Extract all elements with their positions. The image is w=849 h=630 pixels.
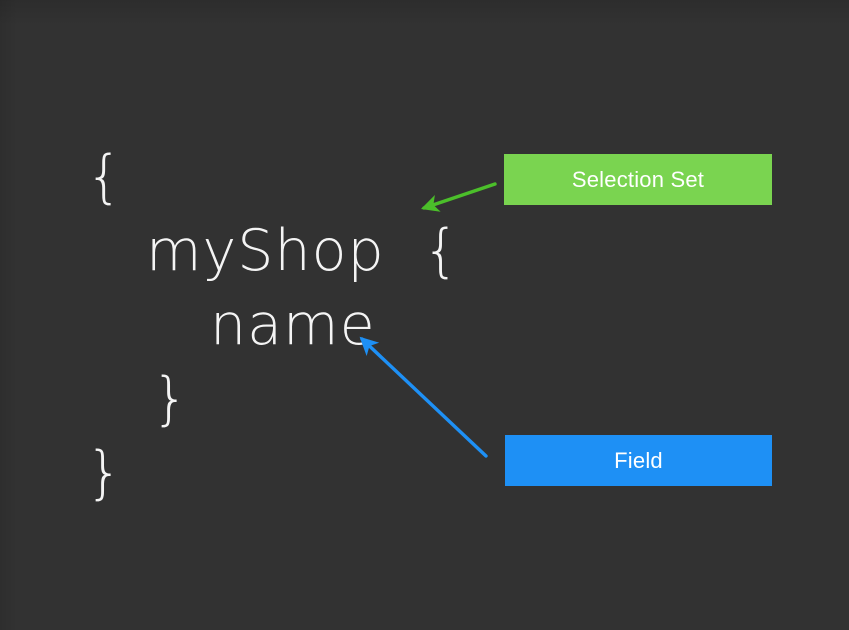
annotation-badge-field: Field xyxy=(505,435,772,486)
code-line: } xyxy=(86,440,124,506)
code-line: name xyxy=(210,292,376,358)
annotation-label-selection-set: Selection Set xyxy=(571,166,705,192)
code-line: } xyxy=(152,366,190,432)
code-line: { xyxy=(86,144,124,210)
code-line: myShop { xyxy=(146,218,461,284)
annotation-label-field: Field xyxy=(614,447,663,473)
annotation-badge-selection-set: Selection Set xyxy=(504,154,772,205)
code-block: { myShop { name } } xyxy=(0,140,470,510)
